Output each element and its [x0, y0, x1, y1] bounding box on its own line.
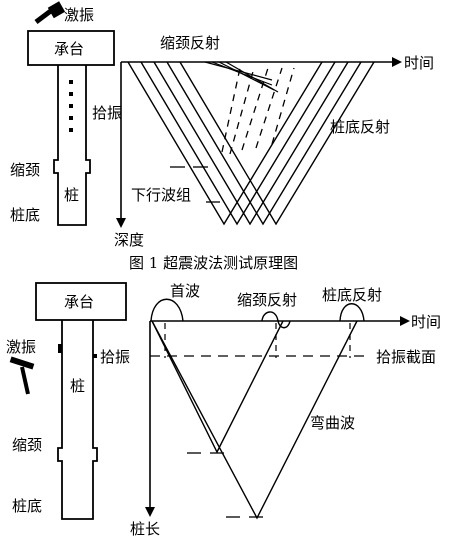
bending-wave-lines [151, 320, 358, 520]
wave-lines [127, 61, 375, 226]
time-axis-label: 时间 [404, 54, 434, 72]
pile-bottom-reflection-path [151, 320, 358, 520]
pile-label: 桩 [70, 377, 85, 395]
pile-bottom-reflection-label: 桩底反射 [330, 118, 390, 136]
depth-axis-label: 深度 [114, 231, 144, 249]
neck-reflection-label: 缩颈反射 [237, 291, 297, 309]
pile-body [53, 65, 91, 226]
pile-cap-label: 承台 [64, 293, 94, 311]
hammer-icon [34, 1, 66, 24]
wave-line-5 [179, 61, 375, 226]
neck-label: 缩颈 [12, 436, 42, 454]
pile-body [57, 320, 98, 520]
wave-bumps [150, 298, 365, 329]
figure-1: 激振 承台 拾振 缩颈 桩 桩底 时间 深度 [10, 1, 434, 272]
hammer-label: 激振 [64, 6, 94, 24]
pickup-label: 拾振 [100, 348, 130, 366]
depth-dashes [187, 452, 263, 518]
hammer-icon [9, 356, 35, 395]
neck-reflection-bump [261, 311, 291, 329]
first-wave-bump [150, 298, 184, 322]
pickup-label: 拾振 [92, 104, 122, 122]
pile-bottom-label: 桩底 [12, 497, 42, 515]
pile-bottom-reflection-label: 桩底反射 [322, 286, 382, 304]
vertical-dashes [164, 323, 351, 358]
pile-length-axis-label: 桩长 [130, 520, 160, 538]
hammer-contact-mark [58, 344, 62, 353]
wave-line-3 [153, 61, 349, 226]
pile-label: 桩 [64, 186, 79, 204]
wave-line-2 [140, 61, 336, 226]
neck-label: 缩颈 [10, 161, 40, 179]
dashed-reflection-lines [221, 67, 295, 155]
pickup-section-label: 拾振截面 [376, 348, 436, 366]
down-wave-label: 下行波组 [131, 186, 191, 204]
horizontal-dashes [170, 166, 220, 203]
time-axis-label: 时间 [411, 313, 441, 331]
pickup-sensor-mark [93, 354, 97, 358]
pile-bottom-label: 桩底 [10, 206, 40, 224]
figure-2: 承台 激振 拾振 桩 缩颈 桩底 时间 桩长 首波 缩颈反射 桩底反射 [6, 282, 441, 538]
wave-line-1 [127, 61, 323, 226]
pile-cap-label: 承台 [54, 40, 84, 58]
wave-line-4 [166, 61, 362, 226]
sensor-dots [69, 80, 73, 132]
bending-wave-label: 弯曲波 [310, 414, 355, 432]
pile-cap [27, 30, 115, 66]
figure-1-caption: 图 1 超震波法测试原理图 [129, 254, 298, 272]
neck-reflection-lines [204, 61, 279, 93]
neck-reflection-label: 缩颈反射 [160, 34, 220, 52]
pile-bottom-reflection-bump [339, 303, 365, 322]
first-wave-label: 首波 [170, 282, 200, 300]
pile-cap [35, 282, 127, 321]
hammer-label: 激振 [6, 338, 36, 356]
neck-reflection-path [151, 320, 284, 454]
